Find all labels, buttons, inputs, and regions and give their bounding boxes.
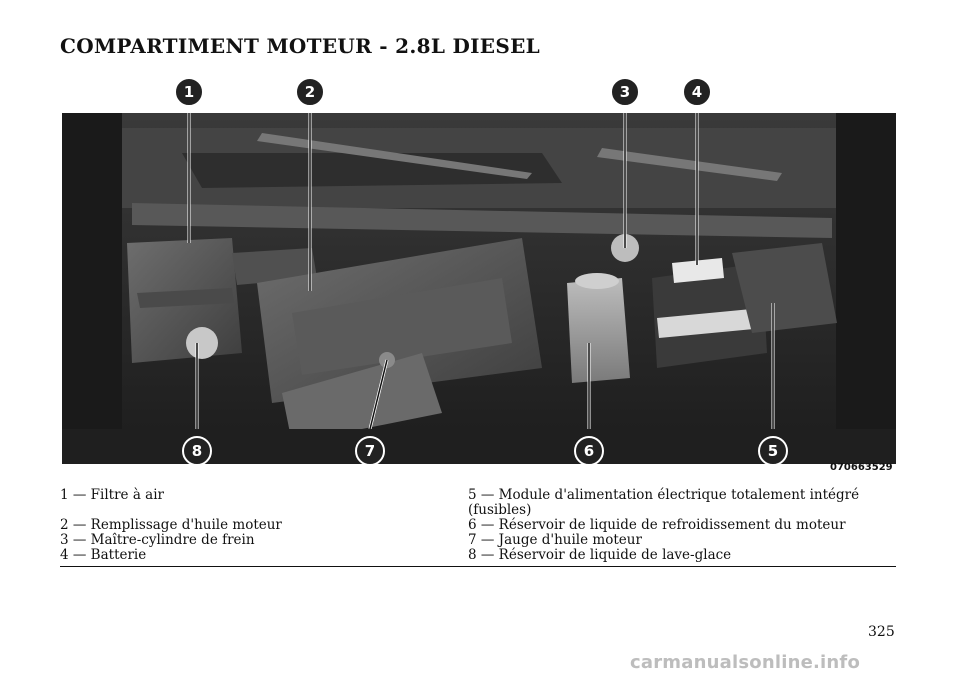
page-title: COMPARTIMENT MOTEUR - 2.8L DIESEL bbox=[60, 34, 540, 58]
legend-spacer bbox=[60, 503, 460, 518]
callout-3: 3 bbox=[610, 77, 640, 107]
watermark: carmanualsonline.info bbox=[630, 652, 861, 673]
legend-item: 5 — Module d'alimentation électrique tot… bbox=[468, 487, 860, 518]
legend-item: 8 — Réservoir de liquide de lave-glace bbox=[468, 547, 732, 563]
legend-item: 6 — Réservoir de liquide de refroidissem… bbox=[468, 517, 846, 533]
figure-id: 070663529 bbox=[830, 462, 893, 473]
callout-1: 1 bbox=[174, 77, 204, 107]
callout-7: 7 bbox=[355, 436, 385, 466]
callout-4: 4 bbox=[682, 77, 712, 107]
power-module-shape bbox=[732, 243, 837, 333]
legend-left-column: 1 — Filtre à air 2 — Remplissage d'huile… bbox=[60, 488, 460, 563]
coolant-reservoir-shape bbox=[567, 278, 630, 383]
legend-item: 7 — Jauge d'huile moteur bbox=[468, 532, 642, 548]
callout-2: 2 bbox=[295, 77, 325, 107]
engine-illustration bbox=[62, 113, 896, 464]
legend-divider bbox=[60, 566, 896, 567]
page-number: 325 bbox=[868, 624, 895, 640]
legend-right-column: 5 — Module d'alimentation électrique tot… bbox=[468, 488, 898, 563]
callout-6: 6 bbox=[574, 436, 604, 466]
legend-item: 2 — Remplissage d'huile moteur bbox=[60, 517, 282, 533]
legend-item: 3 — Maître-cylindre de frein bbox=[60, 532, 255, 548]
callout-5: 5 bbox=[758, 436, 788, 466]
engine-compartment-photo bbox=[62, 113, 896, 464]
callout-8: 8 bbox=[182, 436, 212, 466]
washer-fluid-cap-shape bbox=[186, 327, 218, 359]
legend-item: 1 — Filtre à air bbox=[60, 487, 164, 503]
legend-item: 4 — Batterie bbox=[60, 547, 147, 563]
